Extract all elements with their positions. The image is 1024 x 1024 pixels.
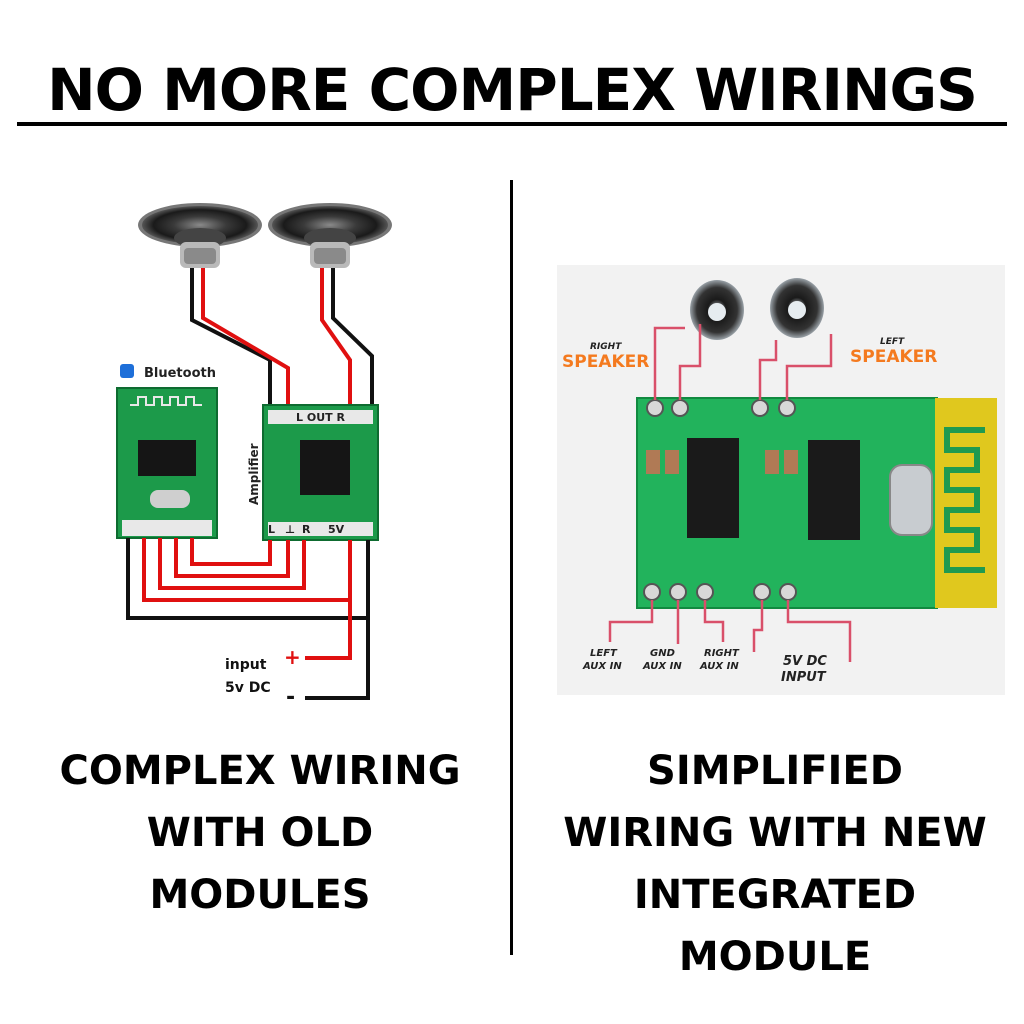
amp-5v-label: 5V bbox=[328, 523, 345, 536]
minus-sign: - bbox=[286, 685, 295, 710]
right-caption-line-3: INTEGRATED bbox=[633, 872, 917, 918]
right-aux-top: RIGHT bbox=[704, 648, 740, 659]
amp-out-label: L OUT R bbox=[296, 411, 345, 424]
left-aux-bottom: AUX IN bbox=[582, 661, 622, 672]
dc-bottom-label: INPUT bbox=[781, 670, 827, 685]
right-aux-bottom: AUX IN bbox=[699, 661, 739, 672]
amplifier-module: L OUT R L ⊥ R 5V Amplifier bbox=[247, 404, 379, 541]
amp-l-label: L bbox=[268, 523, 275, 536]
title-underline bbox=[17, 122, 1007, 126]
crystal bbox=[889, 464, 933, 536]
amplifier-label: Amplifier bbox=[247, 443, 261, 505]
left-speaker-label: SPEAKER bbox=[850, 347, 937, 367]
left-caption-line-1: COMPLEX WIRING bbox=[59, 748, 461, 794]
input-voltage-label: 5v DC bbox=[225, 680, 271, 696]
left-caption-line-2: WITH OLD bbox=[146, 810, 374, 856]
right-caption: SIMPLIFIED WIRING WITH NEW INTEGRATED MO… bbox=[540, 740, 1010, 988]
gnd-aux-bottom: AUX IN bbox=[642, 661, 682, 672]
plus-sign: + bbox=[284, 645, 301, 669]
right-caption-line-4: MODULE bbox=[678, 934, 872, 980]
right-speaker-top-label: RIGHT bbox=[590, 342, 622, 352]
left-speaker-1 bbox=[138, 203, 262, 268]
left-speaker-top-label: LEFT bbox=[880, 337, 905, 347]
right-wiring-diagram: RIGHT SPEAKER LEFT SPEAKER LEFT AUX IN G… bbox=[557, 265, 1005, 695]
right-caption-line-2: WIRING WITH NEW bbox=[563, 810, 987, 856]
bt-chip bbox=[808, 440, 860, 540]
right-caption-line-1: SIMPLIFIED bbox=[647, 748, 903, 794]
amp-chip bbox=[687, 438, 739, 538]
center-divider bbox=[510, 180, 513, 955]
right-speaker-icon-2 bbox=[770, 278, 824, 338]
right-speaker-label: SPEAKER bbox=[562, 352, 649, 372]
page-title: NO MORE COMPLEX WIRINGS bbox=[47, 56, 978, 124]
left-caption: COMPLEX WIRING WITH OLD MODULES bbox=[30, 740, 490, 926]
input-label: input bbox=[225, 657, 267, 673]
bluetooth-label: Bluetooth bbox=[144, 366, 216, 381]
amp-ground-label: ⊥ bbox=[285, 523, 295, 536]
left-speaker-2 bbox=[268, 203, 392, 268]
right-speaker-icon-1 bbox=[690, 280, 744, 340]
amp-r-label: R bbox=[302, 523, 311, 536]
left-caption-line-3: MODULES bbox=[149, 872, 371, 918]
left-wiring-diagram: Bluetooth L OUT R L ⊥ R 5V Amplifier + -… bbox=[116, 203, 392, 710]
dc-top-label: 5V DC bbox=[783, 654, 827, 669]
gnd-aux-top: GND bbox=[650, 648, 675, 659]
bluetooth-module: Bluetooth bbox=[116, 364, 218, 539]
left-aux-top: LEFT bbox=[590, 648, 618, 659]
